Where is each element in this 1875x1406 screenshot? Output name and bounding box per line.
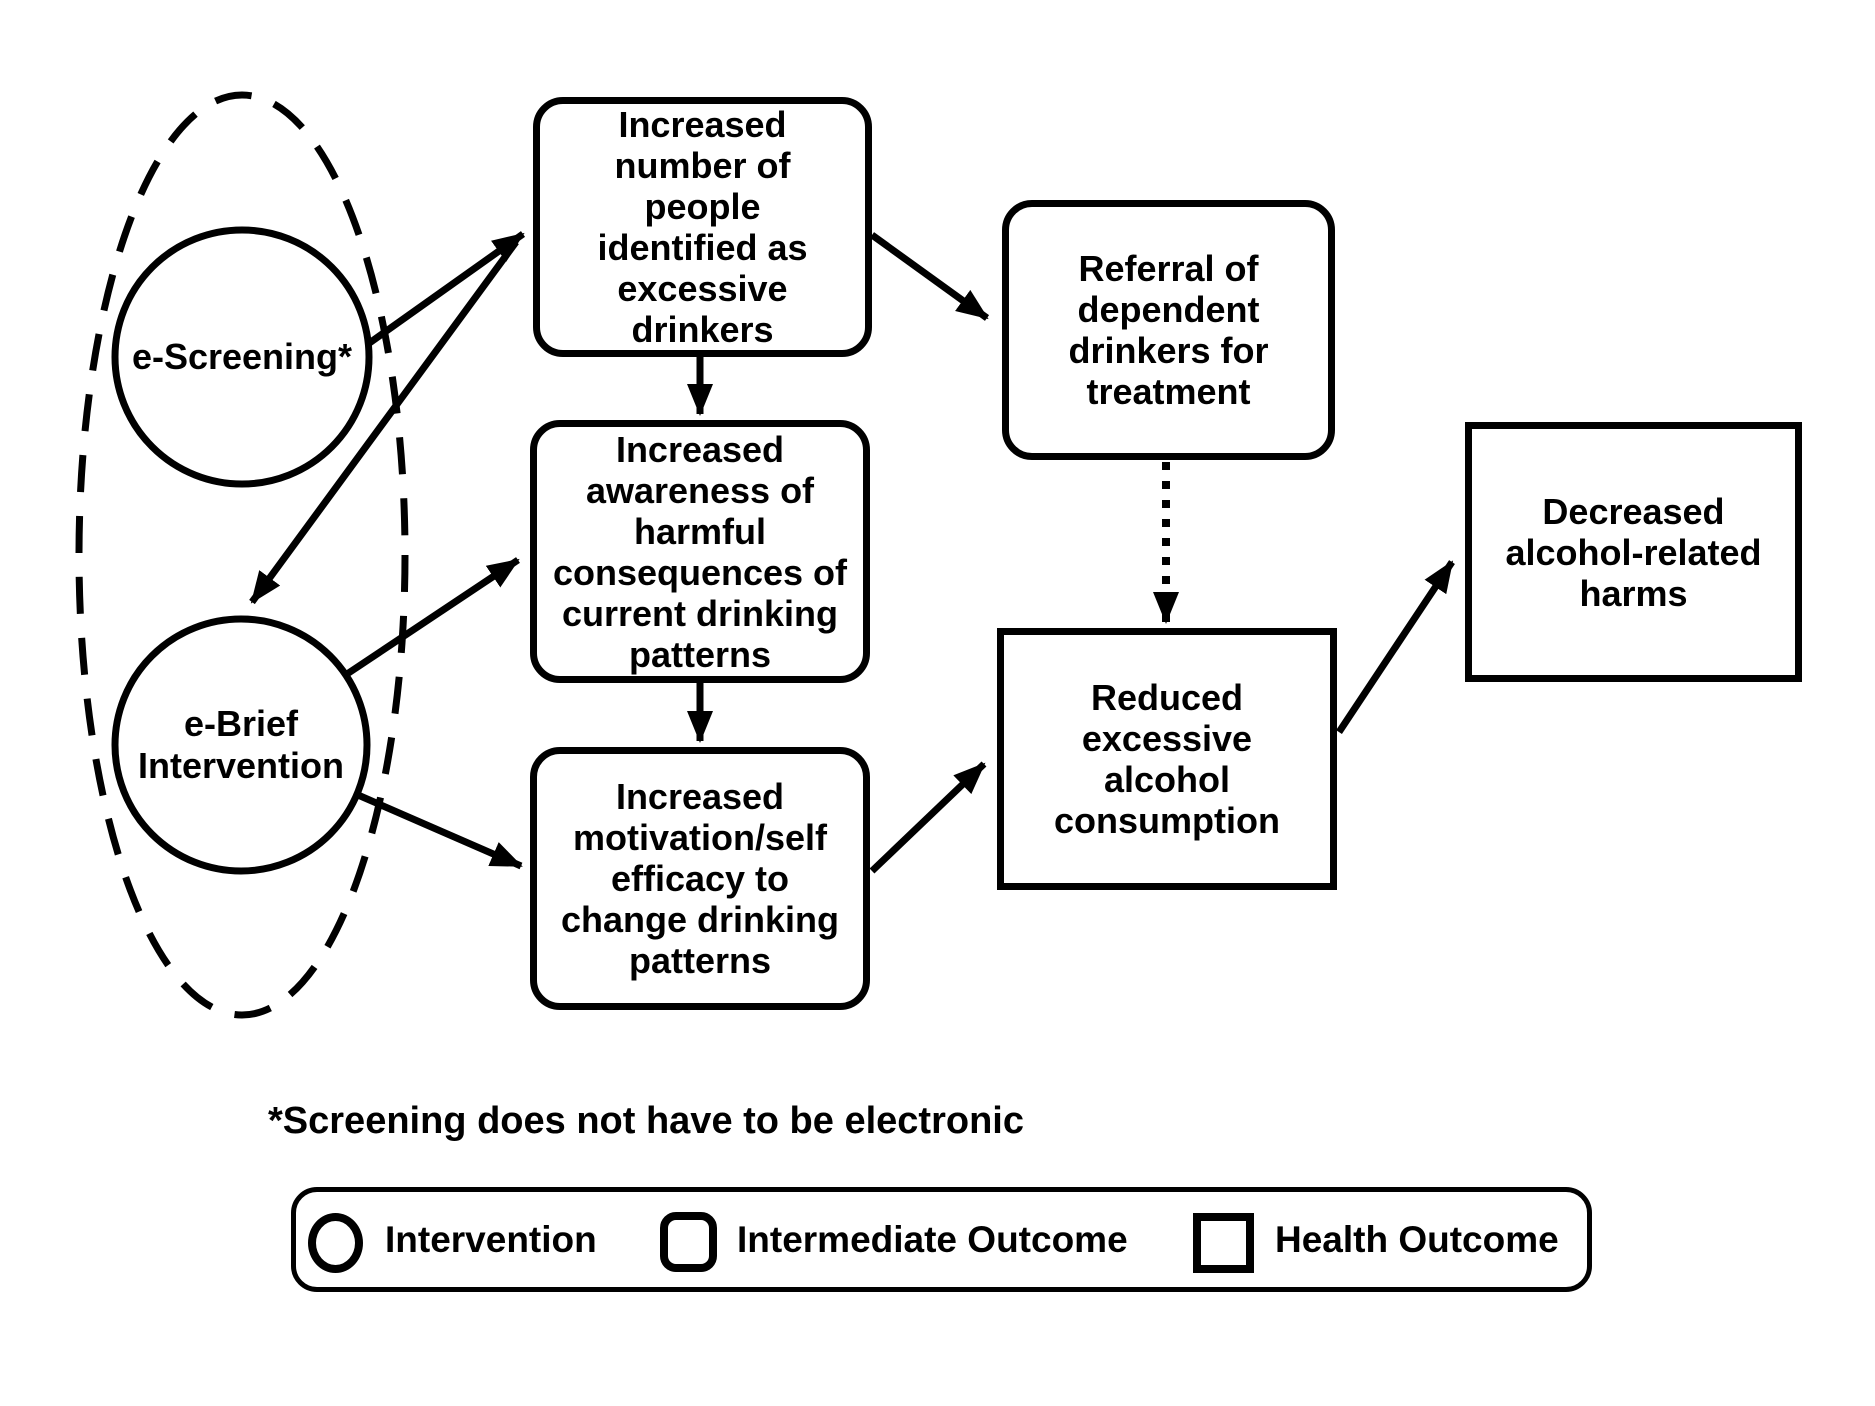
arrow-motivation-to-reduced — [869, 761, 987, 874]
legend: Intervention Intermediate Outcome Health… — [291, 1187, 1592, 1292]
node-referral: Referral of dependent drinkers for treat… — [1002, 200, 1335, 460]
legend-health-outcome-label: Health Outcome — [1275, 1218, 1559, 1260]
node-awareness: Increased awareness of harmful consequen… — [530, 420, 870, 683]
arrow-escreening-to-identified — [365, 231, 526, 347]
arrow-ebrief-to-awareness — [345, 557, 520, 677]
legend-health-outcome-square-icon — [1193, 1213, 1254, 1273]
node-decreased-harms: Decreased alcohol-related harms — [1465, 422, 1802, 682]
footnote: *Screening does not have to be electroni… — [268, 1100, 1024, 1142]
e-screening-circle — [111, 226, 373, 488]
legend-intervention-label: Intervention — [385, 1218, 597, 1260]
node-motivation: Increased motivation/self efficacy to ch… — [530, 747, 870, 1010]
node-reduced-consumption: Reduced excessive alcohol consumption — [997, 628, 1337, 890]
e-screening-label: e-Screening* — [131, 336, 353, 377]
legend-intermediate-outcome-rounded-square-icon — [660, 1212, 717, 1272]
node-identified-drinkers: Increased number of people identified as… — [533, 97, 872, 357]
arrow-reduced-to-decreased — [1336, 560, 1455, 734]
intervention-group-dashed-ellipse — [75, 91, 409, 1019]
arrow-identified-to-ebrief — [249, 239, 519, 605]
e-brief-intervention-label: e-Brief Intervention — [137, 703, 344, 786]
arrow-ebrief-to-motivation — [356, 791, 523, 870]
legend-intermediate-outcome-label: Intermediate Outcome — [737, 1218, 1128, 1260]
e-brief-intervention-circle — [111, 615, 371, 875]
arrow-identified-to-referral — [869, 232, 990, 321]
legend-intervention-circle-icon — [308, 1213, 363, 1273]
